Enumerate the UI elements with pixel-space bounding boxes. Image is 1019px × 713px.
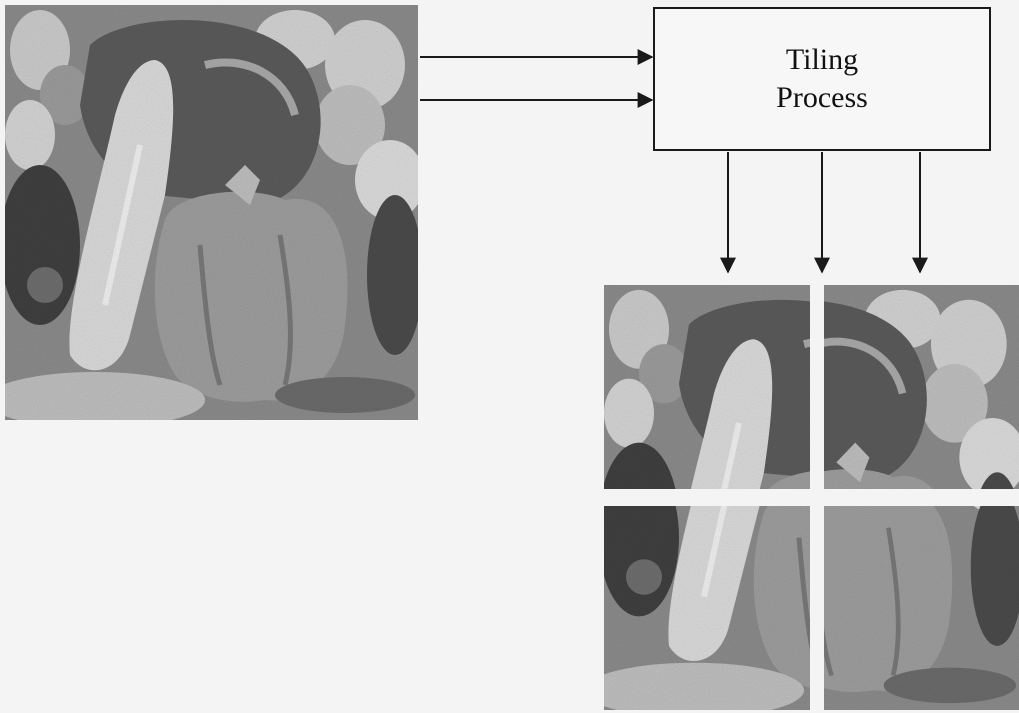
- tile-top-right: [824, 285, 1019, 489]
- tiling-process-box: Tiling Process: [653, 7, 991, 151]
- tile-bottom-right: [824, 506, 1019, 710]
- process-label-line2: Process: [776, 79, 868, 117]
- tile-bottom-left: [604, 506, 810, 710]
- process-label-line1: Tiling: [786, 41, 858, 79]
- source-pepper-image: [5, 5, 418, 420]
- tile-top-left: [604, 285, 810, 489]
